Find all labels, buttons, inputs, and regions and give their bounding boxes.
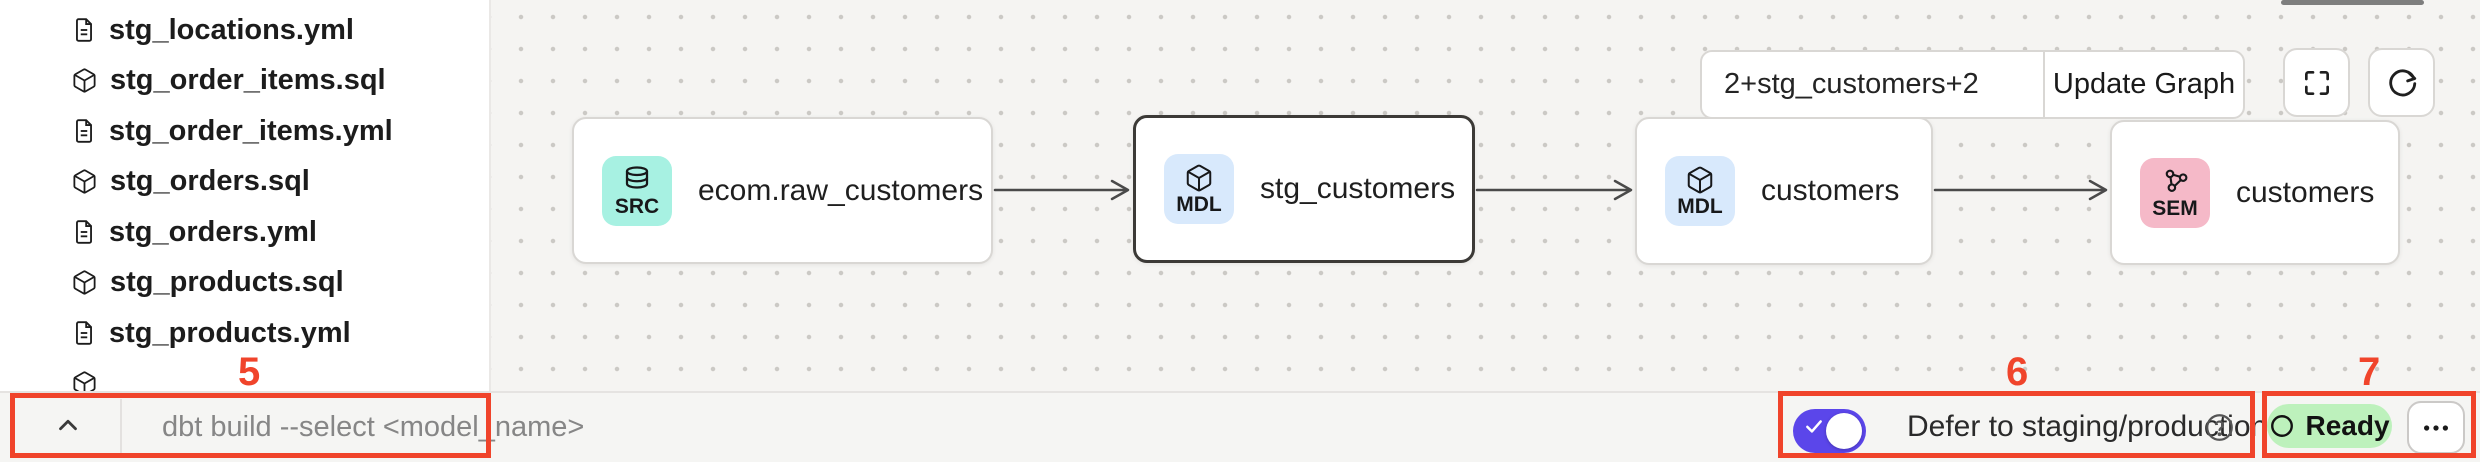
file-name: stg_products.sql <box>110 266 344 299</box>
file-icon <box>76 220 92 245</box>
file-tree-item[interactable]: stg_order_items.yml <box>0 106 489 157</box>
cube-icon <box>1687 166 1713 194</box>
file-icon <box>76 321 92 346</box>
status-badge-label: Ready <box>2305 410 2390 441</box>
file-name: stg_order_items.sql <box>110 64 386 97</box>
node-label: ecom.raw_customers <box>698 173 984 207</box>
divider <box>2043 52 2045 117</box>
semantic-layer-icon <box>2165 169 2188 192</box>
file-name: stg_order_items.yml <box>109 114 393 147</box>
lineage-node-mdl-customers[interactable]: MDL customers <box>1635 117 1933 265</box>
ellipsis-icon <box>2424 424 2448 431</box>
fullscreen-button[interactable] <box>2283 48 2350 117</box>
file-icon <box>76 119 92 144</box>
database-icon <box>625 165 649 189</box>
file-tree-item[interactable]: stg_orders.sql <box>0 157 489 208</box>
model-badge: MDL <box>1665 156 1735 226</box>
chevron-up-icon <box>59 419 77 431</box>
defer-toggle[interactable] <box>1793 409 1866 453</box>
checkmark-icon <box>1806 420 1822 433</box>
model-icon <box>73 270 96 295</box>
model-icon <box>73 371 96 391</box>
update-graph-button[interactable]: Update Graph <box>2045 52 2243 117</box>
lineage-node-src-ecom-raw-customers[interactable]: SRC ecom.raw_customers <box>572 117 993 264</box>
badge-label: MDL <box>1677 195 1723 218</box>
model-badge: MDL <box>1164 154 1234 224</box>
expand-command-bar-button[interactable] <box>44 401 92 449</box>
file-tree-item[interactable]: stg_orders.yml <box>0 207 489 258</box>
help-icon[interactable] <box>2204 412 2235 443</box>
file-tree-panel: stg_locations.yml stg_order_items.sql st… <box>0 0 491 391</box>
file-tree-item-clipped[interactable] <box>0 359 489 391</box>
lineage-node-sem-customers[interactable]: SEM customers <box>2110 120 2400 265</box>
file-tree: stg_locations.yml stg_order_items.sql st… <box>0 5 489 391</box>
node-label: stg_customers <box>1260 172 1456 205</box>
node-label: customers <box>1761 174 1900 207</box>
badge-label: SRC <box>614 194 660 218</box>
command-input[interactable]: dbt build --select <model_name> <box>162 410 585 443</box>
more-options-button[interactable] <box>2407 401 2465 454</box>
toggle-knob <box>1826 413 1862 449</box>
file-name: stg_orders.yml <box>109 215 317 248</box>
file-tree-item[interactable]: stg_order_items.sql <box>0 56 489 107</box>
badge-label: SEM <box>2152 196 2198 220</box>
file-name: stg_products.yml <box>109 316 351 349</box>
status-circle-icon <box>2271 415 2294 437</box>
file-tree-item[interactable]: stg_locations.yml <box>0 5 489 56</box>
selector-input[interactable]: 2+stg_customers+2 <box>1702 52 2043 117</box>
source-badge: SRC <box>602 155 672 226</box>
horizontal-scrollbar[interactable] <box>2281 0 2424 5</box>
refresh-icon <box>2388 68 2416 96</box>
fullscreen-icon <box>2304 70 2329 95</box>
file-tree-item[interactable]: stg_products.yml <box>0 308 489 359</box>
cube-icon <box>1186 164 1212 192</box>
selector-input-value: 2+stg_customers+2 <box>1724 68 1979 100</box>
graph-selector-group: 2+stg_customers+2 Update Graph <box>1700 50 2245 119</box>
node-label: customers <box>2236 175 2375 209</box>
status-badge-ready[interactable]: Ready <box>2267 404 2392 448</box>
badge-label: MDL <box>1176 193 1222 216</box>
refresh-button[interactable] <box>2368 48 2435 117</box>
model-icon <box>73 169 96 194</box>
status-bar: dbt build --select <model_name> Defer to… <box>0 391 2480 462</box>
divider <box>120 399 122 455</box>
file-name: stg_locations.yml <box>109 13 354 46</box>
model-icon <box>73 68 96 93</box>
semantic-badge: SEM <box>2140 157 2210 228</box>
file-name: stg_orders.sql <box>110 165 310 198</box>
file-icon <box>76 18 92 43</box>
file-tree-item[interactable]: stg_products.sql <box>0 258 489 309</box>
lineage-node-mdl-stg-customers[interactable]: MDL stg_customers <box>1133 115 1475 263</box>
